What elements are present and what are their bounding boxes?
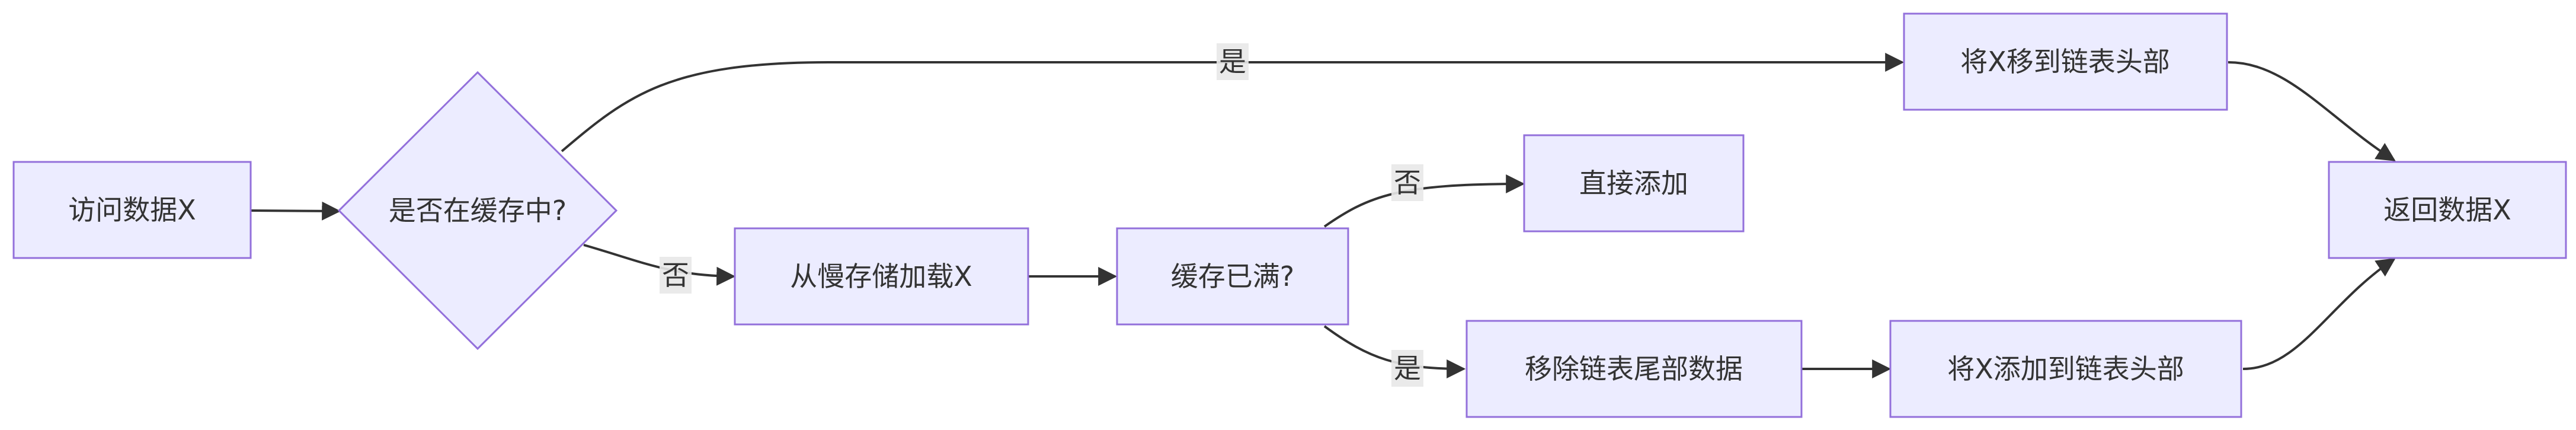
node-access-data: 访问数据X [12,161,252,259]
node-move-to-head: 将X移到链表头部 [1903,12,2228,111]
node-load-from-slow-storage: 从慢存储加载X [734,227,1029,326]
svg-text:将X添加到链表头部: 将X添加到链表头部 [1947,353,2184,385]
svg-text:返回数据X: 返回数据X [2383,194,2511,226]
edge-in-cache-yes-to-move-head [561,53,1905,152]
node-add-directly: 直接添加 [1523,134,1745,232]
svg-text:从慢存储加载X: 从慢存储加载X [790,260,972,292]
svg-text:否: 否 [662,259,689,291]
edge-add-head-to-return [2242,258,2396,370]
node-in-cache-decision: 是否在缓存中? [337,71,618,351]
node-add-to-head: 将X添加到链表头部 [1889,320,2242,418]
edge-label-full-no: 否 [1391,164,1423,201]
svg-text:是否在缓存中?: 是否在缓存中? [389,195,567,227]
svg-text:将X移到链表头部: 将X移到链表头部 [1960,46,2170,78]
svg-text:移除链表尾部数据: 移除链表尾部数据 [1525,353,1743,385]
node-remove-tail: 移除链表尾部数据 [1465,320,1803,418]
edge-move-head-to-return [2228,61,2396,161]
edge-cache-full-yes-to-remove-tail [1323,325,1466,378]
node-return-data: 返回数据X [2328,161,2567,259]
svg-text:是: 是 [1219,46,1246,78]
edge-in-cache-no-to-load-slow [583,244,736,286]
svg-text:访问数据X: 访问数据X [68,194,196,226]
svg-text:缓存已满?: 缓存已满? [1171,260,1294,292]
edge-label-full-yes: 是 [1391,350,1423,387]
edge-label-cache-no: 否 [660,257,692,294]
svg-text:直接添加: 直接添加 [1579,167,1688,199]
edge-cache-full-no-to-add-direct [1323,174,1525,228]
svg-text:是: 是 [1394,352,1421,384]
svg-text:否: 否 [1394,167,1421,199]
node-cache-full-decision: 缓存已满? [1116,227,1349,326]
edge-label-cache-yes: 是 [1217,43,1249,80]
